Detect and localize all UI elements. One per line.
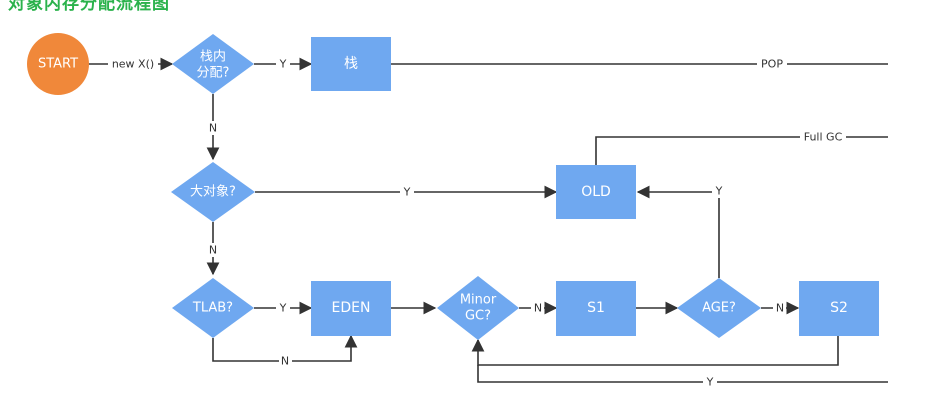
tlab-decision: TLAB? (172, 278, 254, 338)
edge-label-stack-no: N (209, 122, 217, 135)
edge-label-minor-no: N (534, 302, 542, 315)
age-decision: AGE? (677, 278, 761, 338)
s2-node-label: S2 (830, 300, 848, 316)
stack-allocation-label-line2: 分配? (197, 66, 230, 81)
old-node-label: OLD (581, 184, 611, 200)
eden-node-label: EDEN (332, 300, 371, 316)
stack-allocation-decision: 栈内 分配? (172, 34, 254, 94)
edge-s2-loop (471, 336, 839, 366)
edge-label-new-x: new X() (112, 58, 154, 71)
big-object-decision: 大对象? (171, 162, 255, 222)
edge-label-pop: POP (761, 58, 783, 71)
old-node: OLD (556, 165, 636, 219)
s1-node-label: S1 (587, 300, 605, 316)
edge-full-gc (595, 136, 888, 165)
edge-label-big-no: N (209, 244, 217, 257)
age-label: AGE? (702, 301, 736, 316)
minor-gc-label-line1: Minor (460, 293, 497, 308)
start-node: START (27, 33, 89, 95)
edge-age-yes (636, 185, 720, 278)
minor-gc-label-line2: GC? (465, 309, 491, 324)
edge-label-tlab-yes: Y (279, 302, 287, 315)
page-title: 对象内存分配流程图 (8, 0, 170, 14)
s1-node: S1 (556, 281, 636, 336)
edge-label-s2-loop-yes: Y (706, 376, 714, 389)
edge-label-age-yes: Y (715, 185, 723, 198)
start-node-label: START (38, 57, 78, 72)
edge-s2-loop-yes (477, 365, 888, 383)
edge-label-full-gc: Full GC (804, 131, 843, 144)
edge-label-tlab-no: N (281, 355, 289, 368)
s2-node: S2 (799, 281, 879, 336)
stack-node-label: 栈 (344, 56, 358, 72)
eden-node: EDEN (311, 281, 391, 336)
edge-label-big-yes: Y (403, 186, 411, 199)
edge-label-age-no: N (776, 302, 784, 315)
edge-label-stack-yes: Y (279, 58, 287, 71)
stack-node: 栈 (311, 37, 391, 91)
minor-gc-decision: Minor GC? (437, 276, 519, 340)
tlab-label: TLAB? (192, 301, 233, 316)
big-object-label: 大对象? (190, 185, 236, 200)
stack-allocation-label-line1: 栈内 (200, 49, 226, 65)
